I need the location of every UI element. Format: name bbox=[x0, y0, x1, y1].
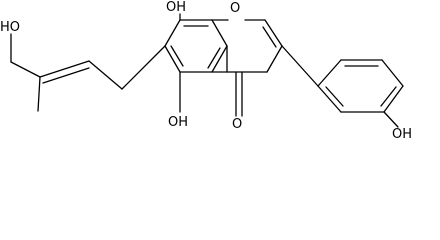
bond bbox=[164, 19, 181, 47]
bond bbox=[39, 60, 90, 78]
bond bbox=[164, 45, 181, 73]
bond-drawing bbox=[10, 13, 404, 128]
bond bbox=[42, 67, 90, 84]
bond bbox=[170, 45, 184, 67]
molecule-diagram: OH O HO OH O OH bbox=[0, 0, 413, 142]
bond bbox=[121, 45, 166, 90]
bond bbox=[262, 26, 277, 48]
bond bbox=[381, 59, 404, 87]
bond bbox=[211, 45, 228, 73]
bond bbox=[317, 59, 342, 87]
bond bbox=[383, 85, 404, 113]
bond bbox=[383, 111, 399, 128]
ring-oxygen-label: O bbox=[230, 1, 241, 16]
hydroxyl-label: OH bbox=[392, 127, 413, 142]
hydroxyl-label: OH bbox=[168, 115, 189, 130]
bond bbox=[37, 76, 41, 112]
carbonyl-oxygen-label: O bbox=[232, 117, 243, 132]
bond bbox=[266, 45, 283, 73]
bond bbox=[88, 60, 123, 90]
hydroxyl-label: OH bbox=[166, 0, 187, 15]
hydroxyl-label: HO bbox=[0, 20, 21, 35]
bond bbox=[207, 47, 221, 69]
bond bbox=[264, 19, 283, 47]
bond bbox=[281, 45, 319, 87]
bond bbox=[10, 61, 41, 78]
bond bbox=[325, 86, 344, 107]
bond bbox=[317, 85, 342, 113]
bond bbox=[211, 19, 228, 47]
bond bbox=[380, 86, 397, 107]
